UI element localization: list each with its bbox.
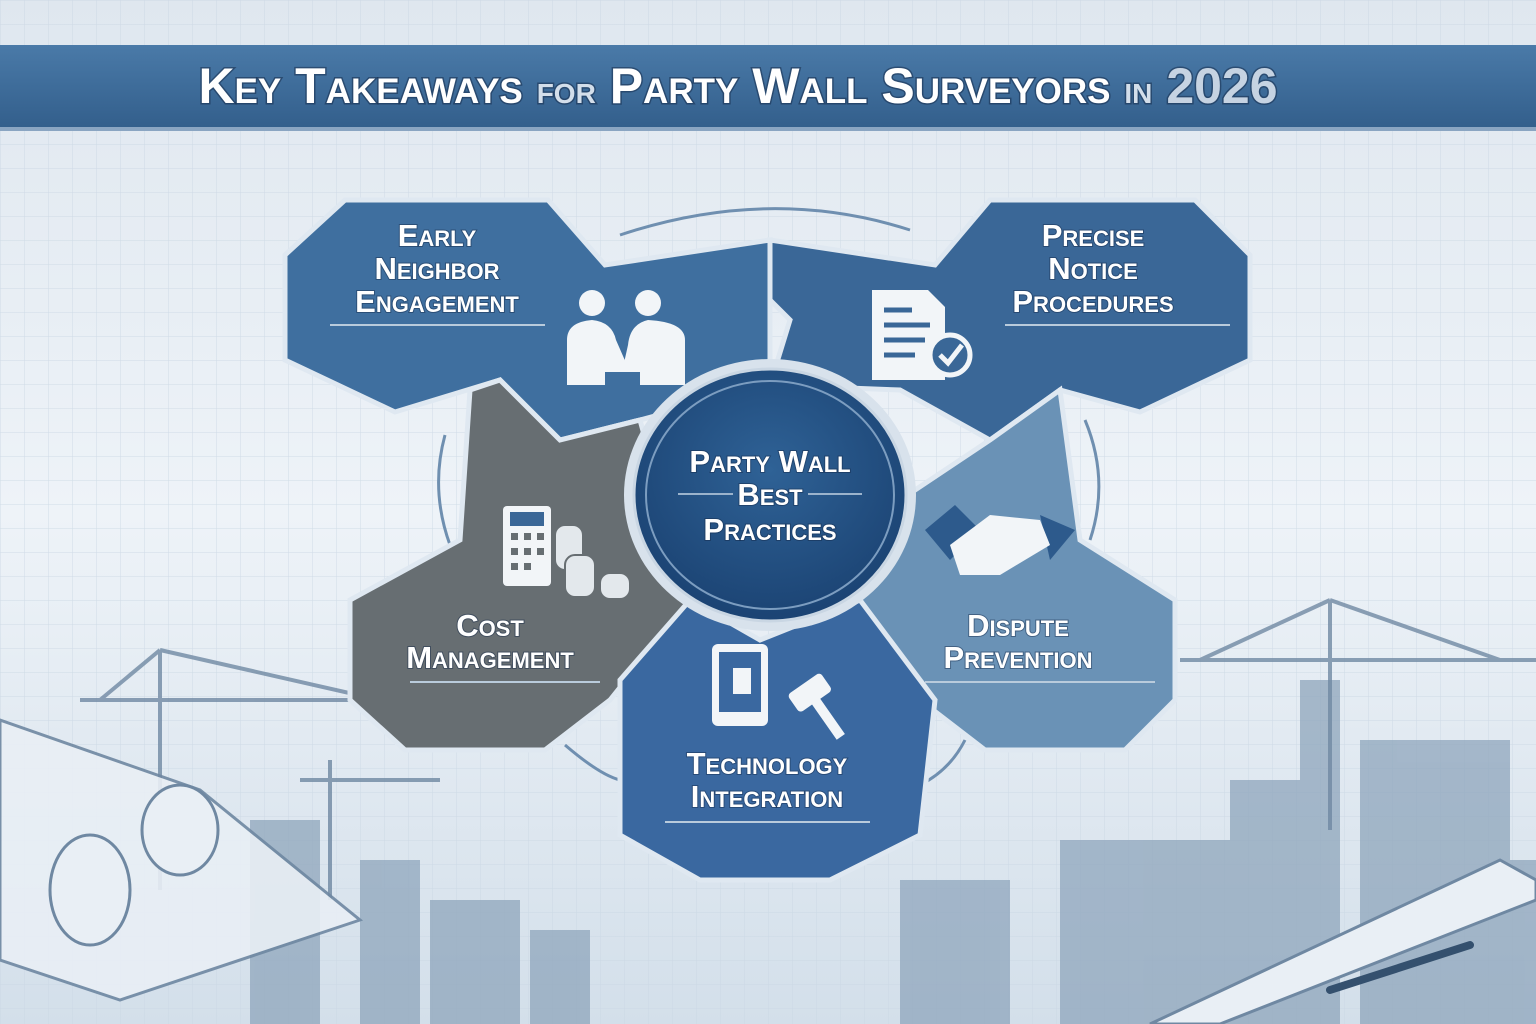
panel-label: Technology: [687, 746, 848, 781]
panel-label: Early: [398, 218, 477, 253]
center-hub: Party Wall Best Practices: [624, 359, 916, 631]
panel-label: Best: [737, 477, 803, 512]
panel-precise-notice-procedures: Precise Notice Procedures: [766, 197, 1253, 443]
panel-label: Cost: [456, 608, 524, 643]
panel-label: Notice: [1048, 251, 1138, 286]
handshake-people-icon: [567, 290, 685, 385]
city-skyline: [250, 680, 1536, 1024]
tablet-gavel-icon: [712, 644, 845, 740]
panel-early-neighbor-engagement: Early Neighbor Engagement: [282, 197, 773, 443]
panel-label: Practices: [703, 512, 836, 547]
document-check-icon: [872, 290, 973, 380]
panel-cost-management: Cost Management: [347, 377, 693, 753]
panel-label: Engagement: [355, 284, 519, 319]
panel-label: Management: [406, 640, 574, 675]
panel-dispute-prevention: Dispute Prevention: [857, 385, 1178, 753]
construction-cranes: [80, 598, 1536, 900]
panel-label: Prevention: [943, 640, 1092, 675]
panel-label: Dispute: [967, 608, 1069, 643]
panel-label: Precise: [1042, 218, 1145, 253]
page-title: Key Takeaways for Party Wall Surveyors i…: [198, 58, 1277, 114]
ruler-pencil: [1149, 858, 1536, 1024]
blueprint-rolls: [0, 718, 364, 1002]
handshake-icon: [925, 505, 1075, 575]
panel-label: Procedures: [1012, 284, 1173, 319]
panel-label: Neighbor: [374, 251, 499, 286]
center-title: Party Wall: [689, 444, 850, 479]
panel-technology-integration: Technology Integration: [617, 596, 938, 883]
panel-label: Integration: [691, 779, 843, 814]
title-banner: Key Takeaways for Party Wall Surveyors i…: [0, 45, 1536, 131]
calculator-coins-icon: [503, 506, 631, 600]
